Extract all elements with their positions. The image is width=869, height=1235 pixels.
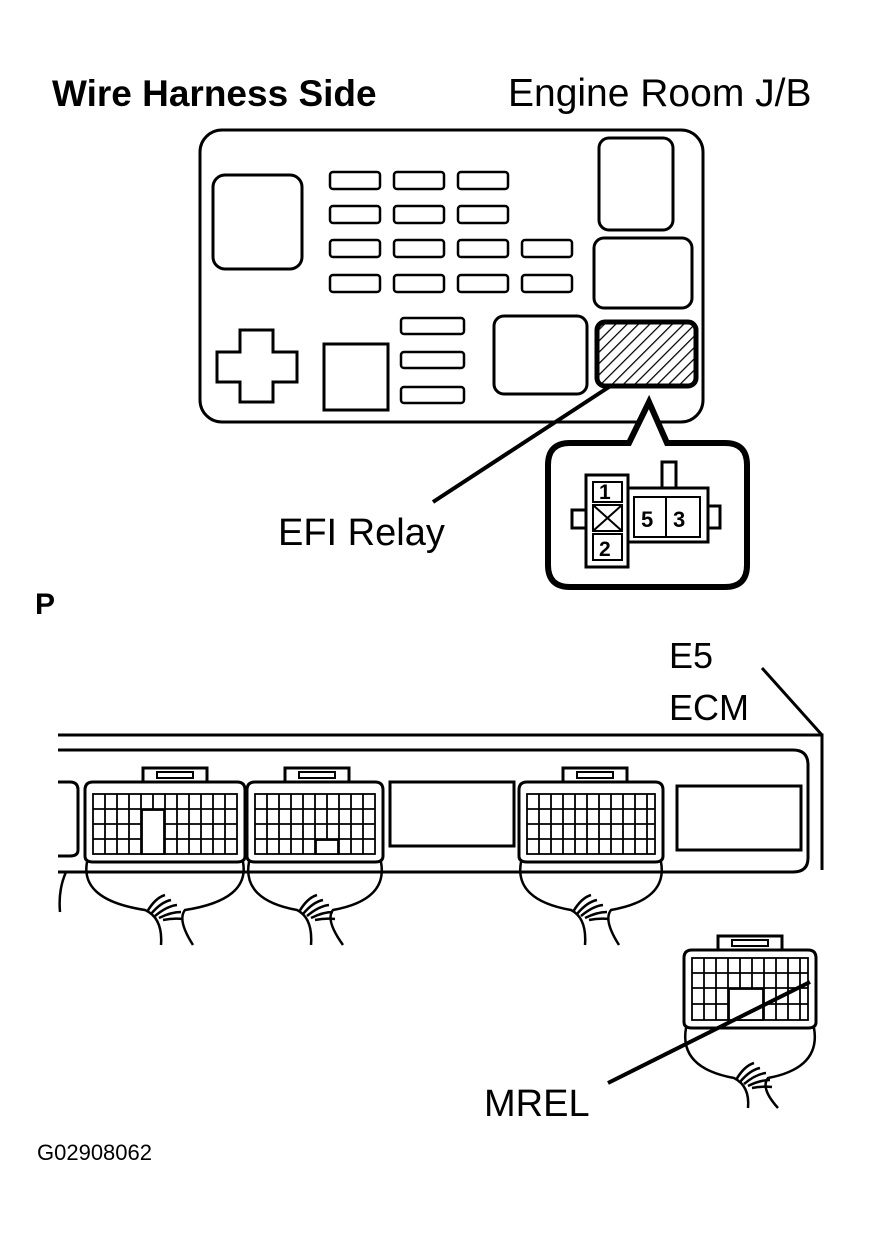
relay-pin-callout: 1 2 5 3 bbox=[545, 394, 750, 590]
mrel-label: MREL bbox=[484, 1083, 590, 1125]
figure-id: G02908062 bbox=[37, 1140, 152, 1165]
ecm-housing bbox=[58, 733, 824, 874]
section-marker: P bbox=[35, 588, 55, 621]
mrel-leader bbox=[607, 980, 811, 1085]
relay-pin-3: 3 bbox=[673, 507, 685, 532]
efi-relay-highlight bbox=[594, 319, 699, 389]
engine-room-junction-block bbox=[198, 128, 705, 424]
relay-pin-2: 2 bbox=[599, 538, 611, 561]
engine-room-jb-title: Engine Room J/B bbox=[508, 72, 812, 115]
ecm-connector-a bbox=[83, 766, 247, 946]
relay-pin-1: 1 bbox=[599, 481, 611, 504]
wire-harness-side-title: Wire Harness Side bbox=[52, 73, 377, 114]
ecm-unit-label: ECM bbox=[669, 687, 749, 728]
ecm-connector-code: E5 bbox=[669, 635, 713, 676]
efi-relay-label: EFI Relay bbox=[278, 512, 445, 554]
ecm-connector-partial bbox=[58, 780, 80, 913]
ecm-connector-b bbox=[245, 766, 385, 946]
relay-pin-5: 5 bbox=[641, 507, 653, 532]
ecm-leader bbox=[760, 666, 824, 737]
efi-relay-leader bbox=[431, 383, 614, 504]
fuse-array bbox=[328, 170, 574, 294]
ecm-connector-c bbox=[517, 766, 665, 946]
ecm-connector-detail bbox=[682, 934, 818, 1109]
